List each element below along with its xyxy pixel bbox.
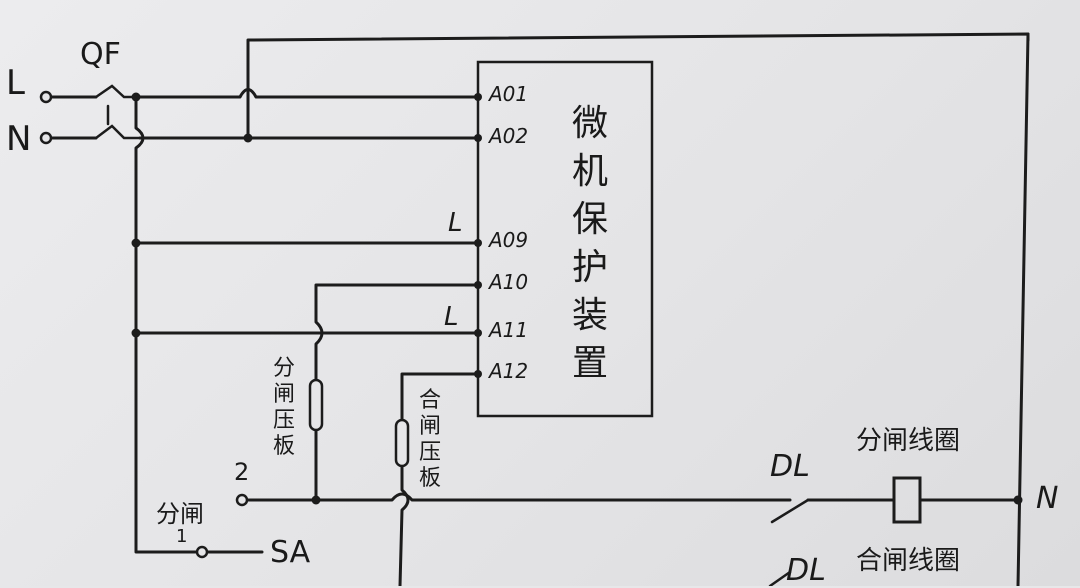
pin-a01: A01 xyxy=(489,82,529,106)
device-name-char: 护 xyxy=(571,247,608,288)
trip-coil-label: 分闸线圈 xyxy=(856,426,961,456)
device-name: 微 机 保 护 装 置 xyxy=(570,100,610,388)
close-pressure-plate-label: 合 闸 压 板 xyxy=(418,388,442,492)
sa-num-1: 1 xyxy=(176,526,188,547)
l-terminal xyxy=(39,90,53,104)
pin-dot xyxy=(474,134,482,142)
n-terminal xyxy=(39,131,53,145)
close-pressure-plate-symbol xyxy=(394,418,410,468)
junction xyxy=(243,133,253,143)
qf-contact-n xyxy=(94,124,142,140)
device-name-char: 保 xyxy=(571,199,608,240)
sa-terminal-1 xyxy=(195,545,209,559)
device-name-char: 置 xyxy=(571,343,608,384)
wire-right-rail xyxy=(1016,32,1030,586)
pin-dot xyxy=(474,329,482,337)
junction xyxy=(131,328,141,338)
wire-a10 xyxy=(314,283,480,386)
pin-a11: A11 xyxy=(489,318,529,342)
trip-plate-char: 板 xyxy=(272,434,295,459)
line-label: L xyxy=(6,63,25,103)
pin-dot xyxy=(474,93,482,101)
close-plate-char: 压 xyxy=(418,440,441,465)
junction xyxy=(311,495,321,505)
wire-l-bus xyxy=(134,95,202,554)
wire-trip-line xyxy=(244,492,792,502)
wire-a12 xyxy=(400,372,480,426)
close-plate-char: 板 xyxy=(418,466,441,491)
dl-contact-blade xyxy=(770,498,810,524)
junction xyxy=(1013,495,1023,505)
close-coil-label: 合闸线圈 xyxy=(856,546,961,576)
pin-a11-side-label: L xyxy=(444,302,459,332)
breaker-label: QF xyxy=(80,37,121,72)
sa-trip-label: 分闸 xyxy=(156,500,204,528)
pin-dot xyxy=(474,281,482,289)
sa-terminal-2 xyxy=(235,493,249,507)
wire-close-plate-lower xyxy=(398,460,410,586)
dl-bottom-contact xyxy=(768,570,792,586)
neutral-label: N xyxy=(6,119,32,159)
device-name-char: 机 xyxy=(571,151,608,192)
trip-plate-char: 闸 xyxy=(272,382,295,407)
close-plate-char: 闸 xyxy=(418,414,441,439)
wire-l-a01 xyxy=(134,88,480,99)
neutral-right-label: N xyxy=(1036,481,1059,516)
trip-pressure-plate-label: 分 闸 压 板 xyxy=(272,356,296,460)
sa-label: SA xyxy=(270,535,311,570)
pin-a10: A10 xyxy=(489,270,529,294)
pin-a09: A09 xyxy=(489,228,529,252)
trip-plate-char: 分 xyxy=(272,356,295,381)
close-plate-char: 合 xyxy=(418,388,441,413)
trip-coil-symbol xyxy=(892,476,922,524)
sa-num-2: 2 xyxy=(234,458,250,486)
dl-top-label: DL xyxy=(770,449,810,484)
qf-contact-l xyxy=(94,84,138,99)
dl-bottom-label: DL xyxy=(786,553,826,588)
device-name-char: 装 xyxy=(571,295,608,336)
pin-a12: A12 xyxy=(489,359,529,383)
pin-a02: A02 xyxy=(489,124,529,148)
junction xyxy=(131,92,141,102)
junction xyxy=(131,238,141,248)
wire-top-return xyxy=(246,32,1030,140)
trip-plate-char: 压 xyxy=(272,408,295,433)
pin-dot xyxy=(474,239,482,247)
device-name-char: 微 xyxy=(571,103,608,144)
pin-dot xyxy=(474,370,482,378)
trip-pressure-plate-symbol xyxy=(308,378,324,432)
pin-a09-side-label: L xyxy=(448,208,463,238)
